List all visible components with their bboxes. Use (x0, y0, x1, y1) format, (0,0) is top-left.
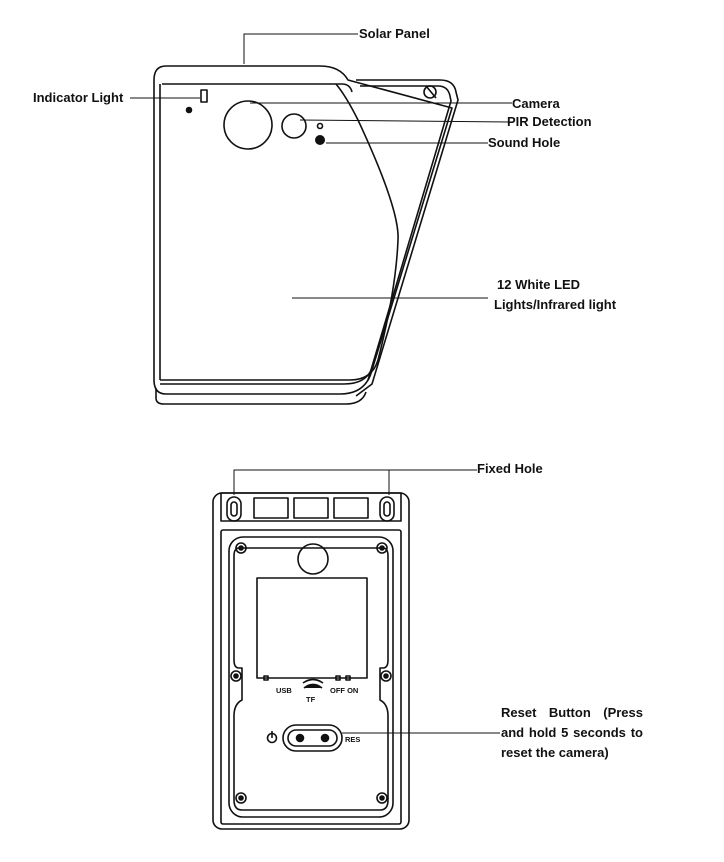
front-housing (153, 65, 453, 395)
tf-label: TF (306, 695, 316, 704)
sound-hole-label: Sound Hole (488, 135, 561, 150)
indicator-dot (316, 122, 324, 130)
front-leader-lines (130, 33, 513, 299)
solar-panel (355, 79, 459, 397)
back-view-device (212, 492, 410, 830)
camera-lens (223, 100, 273, 150)
res-label: RES (345, 735, 360, 744)
fixed-hole-label: Fixed Hole (477, 461, 543, 476)
camera-label: Camera (512, 96, 560, 111)
reset-button[interactable] (282, 724, 343, 752)
fixed-hole-right (379, 496, 395, 522)
indicator-light-label: Indicator Light (33, 90, 124, 105)
pir-sensor (281, 113, 307, 139)
usb-label: USB (276, 686, 292, 695)
fixed-hole-left (226, 496, 242, 522)
led-lights-label-line2: Lights/Infrared light (494, 297, 617, 312)
off-on-label: OFF ON (330, 686, 358, 695)
screws (230, 542, 392, 804)
back-leader-lines (233, 469, 500, 734)
sound-hole (315, 135, 325, 145)
indicator-light (200, 89, 208, 103)
pir-detection-label: PIR Detection (507, 114, 592, 129)
reset-button-label: Reset Button (Press and hold 5 seconds t… (501, 705, 643, 760)
led-lights-label-line1: 12 White LED (497, 277, 581, 292)
solar-panel-label: Solar Panel (359, 26, 430, 41)
front-view-device (153, 65, 459, 405)
